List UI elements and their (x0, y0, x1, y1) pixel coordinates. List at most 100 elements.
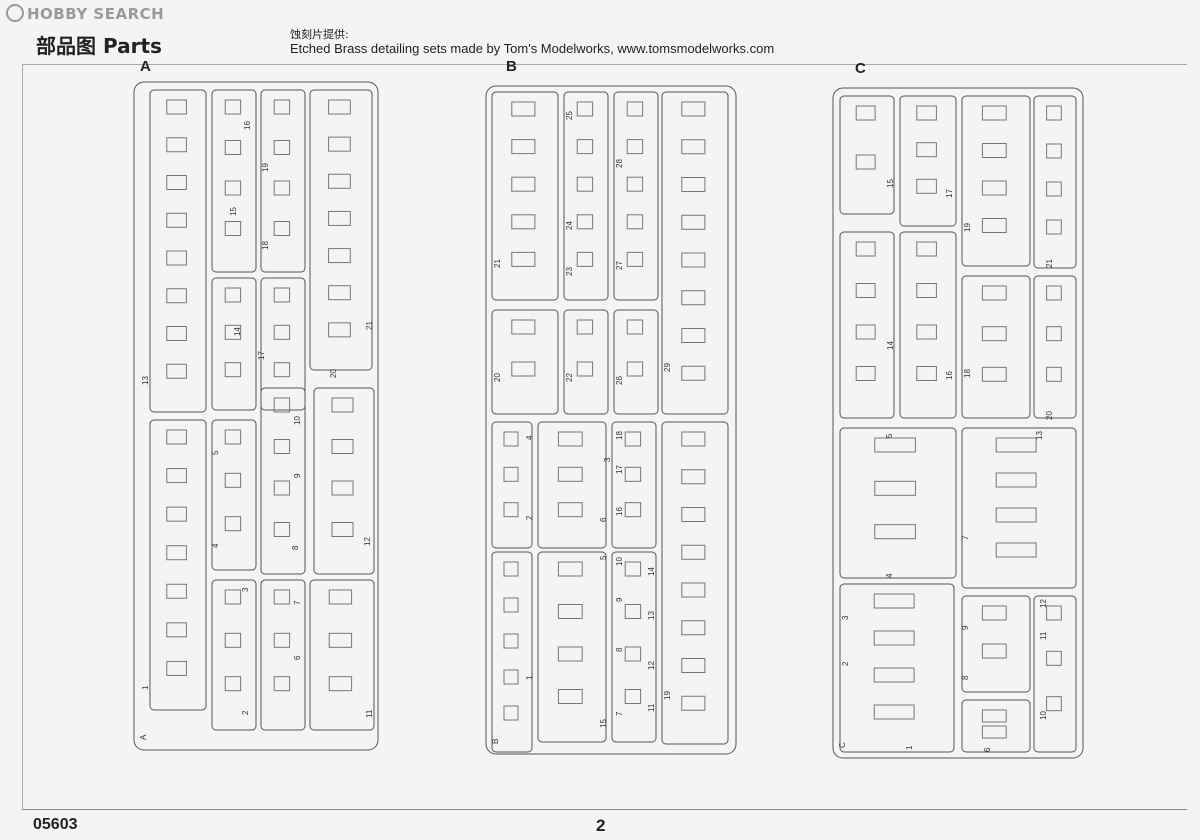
part-outline (511, 214, 536, 230)
sprue-corner-label: A (139, 734, 148, 740)
watermark: HOBBY SEARCH (6, 4, 164, 23)
part-outline (557, 466, 583, 482)
part-outline (224, 589, 242, 605)
sprue-cell (537, 551, 607, 743)
sprue-cell (491, 551, 533, 753)
part-number: 5 (599, 555, 608, 560)
part-outline (273, 589, 291, 605)
part-number: 27 (615, 261, 624, 270)
part-outline (166, 212, 187, 228)
part-number: 20 (1045, 411, 1054, 420)
part-number: 16 (243, 121, 252, 130)
part-number: 3 (603, 457, 612, 462)
part-outline (855, 324, 876, 340)
part-number: 18 (963, 369, 972, 378)
part-outline (557, 646, 583, 662)
part-outline (576, 361, 594, 377)
part-number: 22 (565, 373, 574, 382)
part-outline (503, 633, 519, 649)
sprue-cell (961, 699, 1031, 753)
part-outline (981, 643, 1007, 659)
part-number: 3 (241, 587, 250, 592)
part-outline (273, 180, 291, 196)
part-number: 21 (365, 321, 374, 330)
part-outline (576, 101, 594, 117)
part-outline (916, 142, 937, 158)
sprue-cell (313, 387, 375, 575)
part-outline (273, 140, 291, 155)
part-outline (981, 725, 1007, 739)
part-number: 13 (1035, 431, 1044, 440)
part-outline (873, 630, 915, 646)
part-outline (855, 241, 876, 257)
part-number: 10 (293, 416, 302, 425)
part-number: 13 (647, 611, 656, 620)
sprue-label-c: C (855, 60, 866, 77)
part-outline (166, 175, 187, 190)
part-number: 26 (615, 376, 624, 385)
part-outline (328, 632, 353, 648)
part-number: 10 (615, 557, 624, 566)
part-outline (1046, 219, 1062, 235)
part-outline (273, 99, 291, 115)
part-outline (511, 176, 536, 192)
part-outline (273, 397, 291, 413)
part-number: 14 (886, 341, 895, 350)
part-outline (681, 290, 706, 306)
part-outline (916, 324, 937, 340)
part-outline (1046, 105, 1062, 121)
sprue-cell (613, 309, 659, 415)
part-outline (331, 522, 354, 537)
part-outline (224, 99, 242, 115)
part-outline (511, 139, 536, 155)
sprue-cell (537, 421, 607, 549)
part-number: 19 (261, 163, 270, 172)
part-outline (328, 676, 353, 692)
sprue-cell (309, 89, 373, 371)
part-outline (273, 522, 291, 537)
part-number: 6 (983, 747, 992, 752)
sprue-cell (260, 579, 306, 731)
part-outline (273, 221, 291, 236)
part-outline (624, 646, 642, 662)
part-outline (626, 319, 644, 335)
part-outline (328, 322, 351, 338)
part-number: 6 (599, 517, 608, 522)
part-outline (576, 176, 594, 192)
part-outline (681, 507, 706, 522)
part-outline (331, 480, 354, 496)
part-outline (1046, 696, 1062, 712)
part-outline (624, 466, 642, 482)
part-outline (224, 676, 242, 692)
part-outline (166, 363, 187, 379)
part-outline (576, 214, 594, 230)
part-outline (511, 101, 536, 117)
part-number: 20 (329, 369, 338, 378)
part-outline (166, 622, 187, 638)
part-outline (557, 689, 583, 704)
part-number: 21 (1045, 259, 1054, 268)
sprue-cell (611, 421, 657, 549)
part-outline (981, 105, 1007, 121)
part-outline (166, 468, 187, 484)
part-outline (511, 361, 536, 377)
part-number: 20 (493, 373, 502, 382)
sprue-cell (899, 231, 957, 419)
sprue-cell (961, 95, 1031, 267)
part-outline (995, 507, 1037, 523)
sprue-label-b: B (506, 58, 517, 75)
part-number: 11 (1039, 631, 1048, 640)
part-number: 19 (963, 223, 972, 232)
sprue-cell (491, 421, 533, 549)
part-outline (224, 221, 242, 236)
part-number: 11 (365, 709, 374, 718)
part-number: 2 (841, 661, 850, 666)
part-outline (328, 248, 351, 264)
sprue-cell (149, 419, 207, 711)
part-outline (681, 431, 706, 447)
part-outline (855, 283, 876, 298)
part-number: 9 (615, 597, 624, 602)
part-number: 24 (565, 221, 574, 230)
part-outline (328, 210, 351, 226)
part-outline (224, 472, 242, 488)
